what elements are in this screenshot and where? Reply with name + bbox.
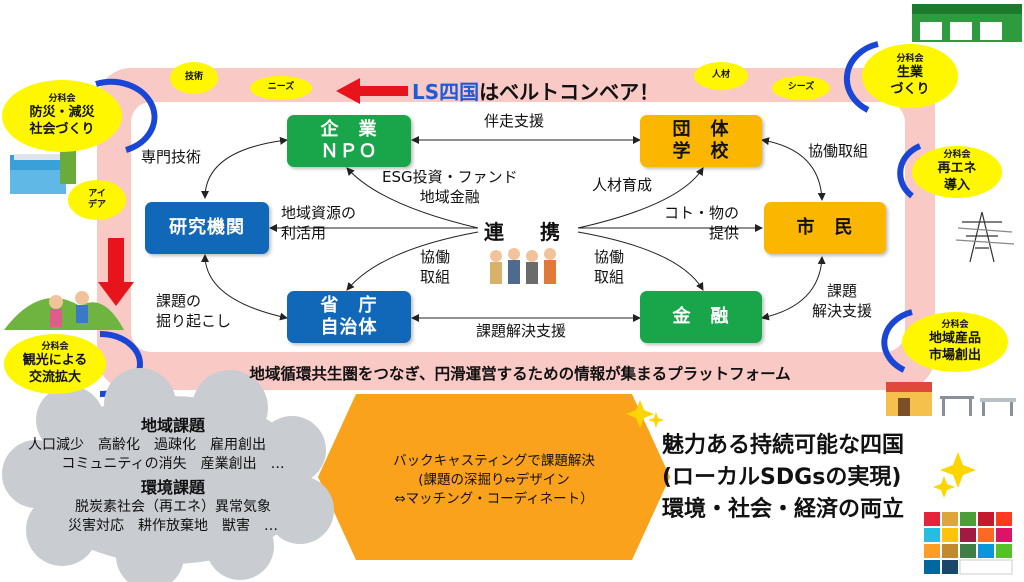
red-arrow-left bbox=[336, 78, 408, 104]
cloud-heading-chiiki: 地域課題 bbox=[140, 416, 205, 435]
label-esg: ESG投資・ファンド地域金融 bbox=[382, 168, 518, 206]
cloud-line-1: 人口減少 高齢化 過疎化 雇用創出 bbox=[28, 437, 266, 453]
backcasting-text: バックキャスティングで課題解決 (課題の深掘り⇔デザイン ⇔マッチング・コーディ… bbox=[393, 453, 595, 507]
edge-kyodo bbox=[761, 137, 826, 201]
edge-center-shocho bbox=[346, 231, 479, 291]
label-kadai-kaiketsu: 課題解決支援 bbox=[476, 322, 567, 340]
tag-idea: アイデア bbox=[68, 180, 126, 220]
node-renkei: 連 携 bbox=[484, 220, 568, 244]
goal-text: 魅力ある持続可能な四国 (ローカルSDGsの実現) 環境・社会・経済の両立 bbox=[662, 433, 905, 522]
label-senmon: 専門技術 bbox=[141, 148, 202, 166]
tag-seeds: シーズ bbox=[772, 76, 830, 100]
edge-center-dantai bbox=[577, 167, 704, 229]
subcommittee-bousai: 分科会防災・減災社会づくり bbox=[2, 80, 122, 152]
red-arrow-down bbox=[98, 238, 134, 306]
label-chiiki-shigen: 地域資源の利活用 bbox=[281, 204, 357, 242]
arc-seigyo bbox=[843, 41, 879, 113]
label-jinzai-ikusei: 人材育成 bbox=[592, 176, 653, 194]
subcommittee-saiene: 分科会再エネ導入 bbox=[912, 146, 1002, 198]
belt-bottom-caption: 地域循環共生圏をつなぎ、円滑運営するための情報が集まるプラットフォーム bbox=[249, 365, 791, 383]
store-icon bbox=[886, 382, 932, 416]
label-koto-mono: コト・物の提供 bbox=[664, 204, 740, 242]
cloud-line-4: 災害対応 耕作放棄地 獣害 … bbox=[68, 517, 278, 534]
tag-gijutsu: 技術 bbox=[170, 62, 218, 94]
title-rest: はベルトコンベア！ bbox=[479, 80, 660, 104]
orange-arrow-body bbox=[318, 394, 670, 560]
people-group-icon bbox=[490, 248, 556, 284]
node-shocho-jichitai: 省 庁自治体 bbox=[287, 291, 411, 343]
label-kyodo-right: 協働取組 bbox=[594, 248, 625, 286]
hikers-icon bbox=[4, 291, 124, 330]
subcommittee-kanko: 分科会観光による交流拡大 bbox=[4, 334, 106, 394]
subcommittee-chiiki-sanpin: 分科会地域産品市場創出 bbox=[902, 312, 1008, 372]
cloud-line-3: 脱炭素社会（再エネ）異常気象 bbox=[75, 498, 271, 515]
label-banso: 伴走支援 bbox=[484, 112, 545, 130]
edge-kadai-hori bbox=[201, 254, 288, 321]
edge-kadai-shien bbox=[761, 256, 826, 321]
tag-jinzai: 人材 bbox=[694, 62, 748, 90]
node-dantai-gakko: 団 体学 校 bbox=[640, 115, 762, 167]
label-kadai-hori: 課題の掘り起こし bbox=[156, 292, 232, 330]
edge-center-kinyu bbox=[577, 231, 704, 291]
node-kinyu: 金 融 bbox=[640, 291, 762, 343]
issues-cloud-text: 地域課題 人口減少 高齢化 過疎化 雇用創出 コミュニティの消失 産業創出 … … bbox=[28, 412, 318, 536]
arc-bousai bbox=[95, 78, 158, 153]
node-kenkyu-kikan: 研究機関 bbox=[145, 202, 269, 254]
cloud-heading-kankyo: 環境課題 bbox=[140, 477, 205, 497]
supermarket-icon bbox=[912, 4, 1022, 42]
label-kyodo-left: 協働取組 bbox=[420, 248, 451, 286]
edge-center-kigyo bbox=[346, 167, 479, 229]
subcommittee-seigyo: 分科会生業づくり bbox=[862, 44, 958, 108]
arc-saiene bbox=[897, 143, 922, 199]
title-ls: LS四国 bbox=[412, 80, 480, 104]
issues-cloud bbox=[2, 368, 334, 582]
cloud-line-2: コミュニティの消失 産業創出 … bbox=[61, 455, 285, 472]
sdgs-goals-icon bbox=[924, 512, 1013, 575]
node-shimin: 市 民 bbox=[764, 202, 886, 254]
dam-icon bbox=[10, 150, 76, 194]
label-kadai-shien: 課題解決支援 bbox=[812, 282, 873, 320]
label-kyodo-torikumi: 協働取組 bbox=[808, 142, 869, 160]
tag-needs: ニーズ bbox=[250, 76, 312, 100]
arc-chiiki bbox=[881, 309, 913, 373]
sparkle-icon bbox=[626, 400, 976, 498]
power-pylon-icon bbox=[955, 211, 1015, 263]
belt-title: LS四国はベルトコンベア！ bbox=[412, 76, 659, 105]
edge-senmon bbox=[201, 136, 288, 199]
bus-stop-icon bbox=[940, 396, 1016, 416]
